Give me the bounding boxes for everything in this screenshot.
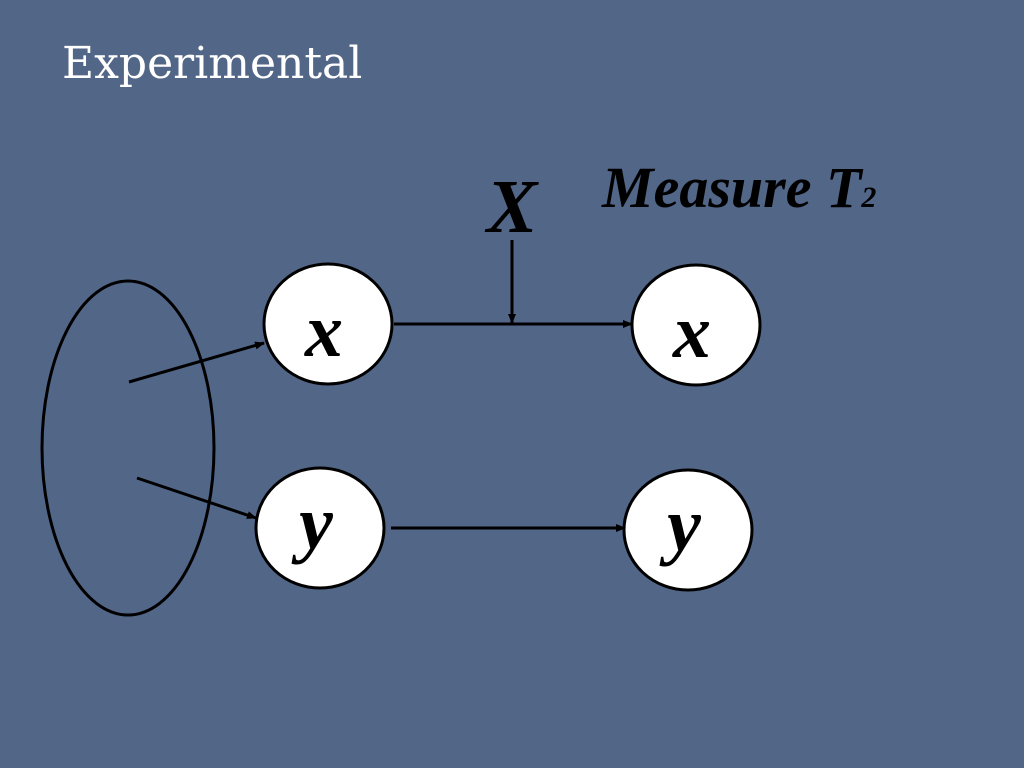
sample-group-ellipse: [40, 279, 216, 617]
treatment-label: X: [485, 165, 540, 249]
measure-label-subscript: 2: [860, 181, 876, 214]
node-x-post: x: [630, 263, 762, 387]
assignment-arrow-to-y: [136, 476, 257, 520]
assignment-arrow-to-x: [128, 341, 265, 384]
measure-label-text: Measure T: [601, 155, 864, 220]
node-y-pre: y: [254, 466, 386, 590]
node-x-pre-label: x: [304, 289, 343, 373]
slide-title: Experimental: [62, 38, 363, 89]
node-x-post-label: x: [672, 290, 711, 374]
node-x-pre: x: [262, 262, 394, 386]
node-y-post: y: [622, 468, 754, 592]
measure-label: Measure T2: [601, 155, 876, 220]
